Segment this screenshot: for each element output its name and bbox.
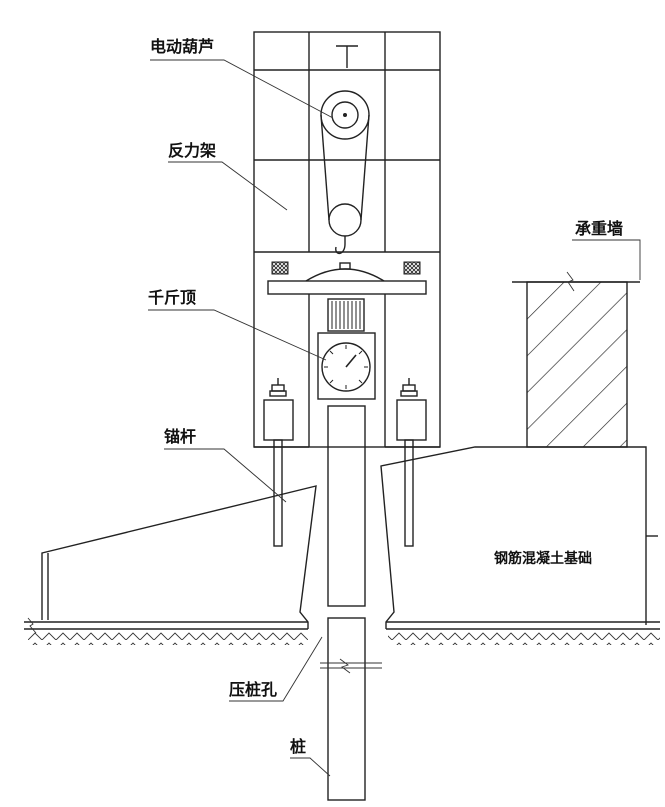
pile [320,405,382,801]
label-jack: 千斤顶 [148,288,196,307]
anchor-rod-left [263,378,294,547]
label-bearing-wall: 承重墙 [575,219,623,238]
jack [317,298,376,400]
label-anchor-rod: 锚杆 [164,427,196,446]
loading-beam [267,262,427,295]
electric-hoist [320,90,370,255]
foundation [24,446,660,645]
label-press-pile-hole: 压桩孔 [229,680,277,699]
label-pile: 桩 [290,737,306,756]
reaction-frame [253,31,441,448]
anchor-rod-right [396,378,427,547]
label-reaction-frame: 反力架 [168,141,216,160]
leader-lines [148,59,641,777]
label-hoist: 电动葫芦 [150,37,214,56]
bearing-wall [512,271,640,448]
label-foundation: 钢筋混凝土基础 [494,550,592,567]
